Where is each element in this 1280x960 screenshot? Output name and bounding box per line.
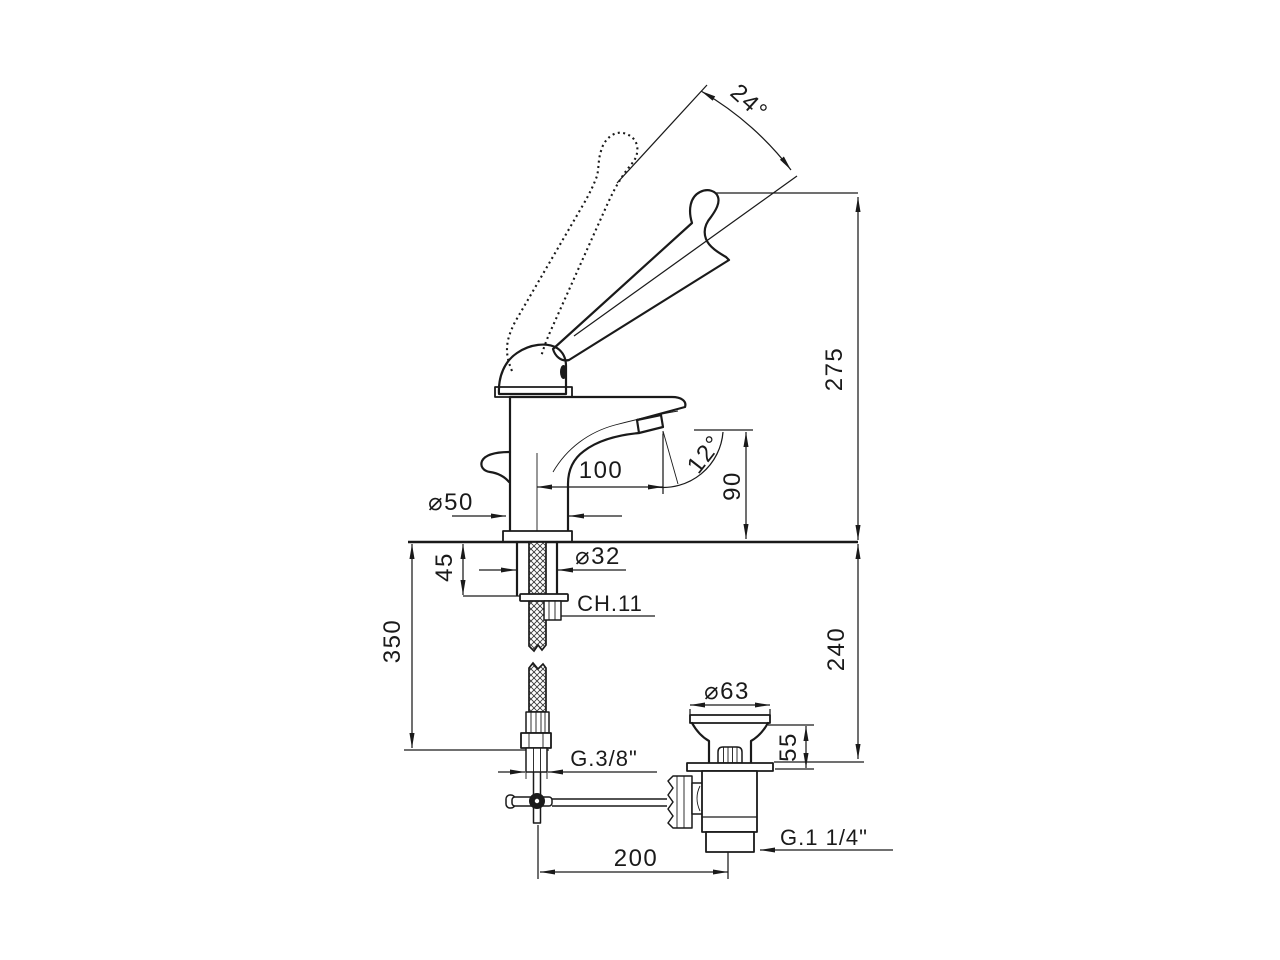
mounting-nut	[543, 600, 562, 621]
cartridge-dome	[497, 343, 568, 396]
faucet-body-and-spout	[508, 395, 687, 533]
label-body-diameter: ⌀50	[428, 489, 474, 516]
label-supply-thread: G.3/8"	[570, 746, 638, 771]
outlet-angle-tilted	[662, 430, 679, 485]
rod-ball-center	[534, 798, 540, 804]
waste-side-boss-curve	[696, 785, 701, 812]
plug-knob	[717, 746, 743, 764]
faucet-above-deck	[480, 131, 731, 543]
label-hose-length: 350	[379, 619, 406, 664]
lever-angle-leg-dotted	[616, 84, 708, 184]
aerator	[635, 413, 665, 435]
waste-body	[701, 770, 758, 833]
dimension-labels: 24° 275 100 12° 90 ⌀50 45 ⌀32 CH.11 350 …	[379, 79, 868, 872]
hose-hex-nut	[520, 732, 552, 749]
dimension-lines	[404, 84, 893, 879]
lever-angle-leg-solid	[573, 175, 798, 337]
label-overall-height: 275	[821, 347, 848, 392]
label-spout-reach: 100	[579, 457, 624, 484]
waste-knurled-nut	[667, 775, 693, 829]
waste-washer	[686, 762, 774, 772]
label-waste-depth: 240	[823, 627, 850, 672]
label-lever-angle: 24°	[725, 79, 773, 126]
waste-flange-lip	[689, 714, 771, 724]
label-waste-flange-diameter: ⌀63	[704, 678, 750, 705]
hose-crimp-sleeve	[525, 711, 550, 734]
lever-angle-arc	[700, 90, 792, 171]
mounting-washer	[519, 593, 569, 602]
base-flange	[502, 530, 573, 543]
spout-underside	[566, 431, 641, 533]
faucet-below-deck	[505, 540, 667, 824]
label-outlet-height: 90	[719, 471, 746, 501]
waste-funnel-left	[690, 721, 711, 765]
waste-funnel-right	[749, 721, 770, 765]
clinical-lever-handle	[551, 189, 731, 362]
flex-hose-lower	[528, 661, 547, 713]
waste-tailpipe	[705, 831, 755, 853]
label-shank-diameter: ⌀32	[575, 543, 621, 570]
label-nut-size: CH.11	[577, 591, 643, 616]
lever-alternate-position-dotted	[506, 131, 639, 372]
spout-inner-contour	[552, 410, 679, 473]
lever-screw-cover	[560, 365, 567, 379]
label-waste-head-height: 55	[775, 732, 802, 762]
cartridge-collar	[494, 386, 573, 398]
outlet-angle-arc	[655, 431, 724, 489]
pop-up-waste	[667, 714, 774, 853]
supply-thread-tail	[525, 747, 548, 773]
label-rod-offset: 200	[614, 845, 659, 872]
label-mounting-depth: 45	[431, 552, 458, 582]
label-waste-thread: G.1 1/4"	[780, 825, 868, 850]
side-hook-detail	[480, 450, 512, 484]
